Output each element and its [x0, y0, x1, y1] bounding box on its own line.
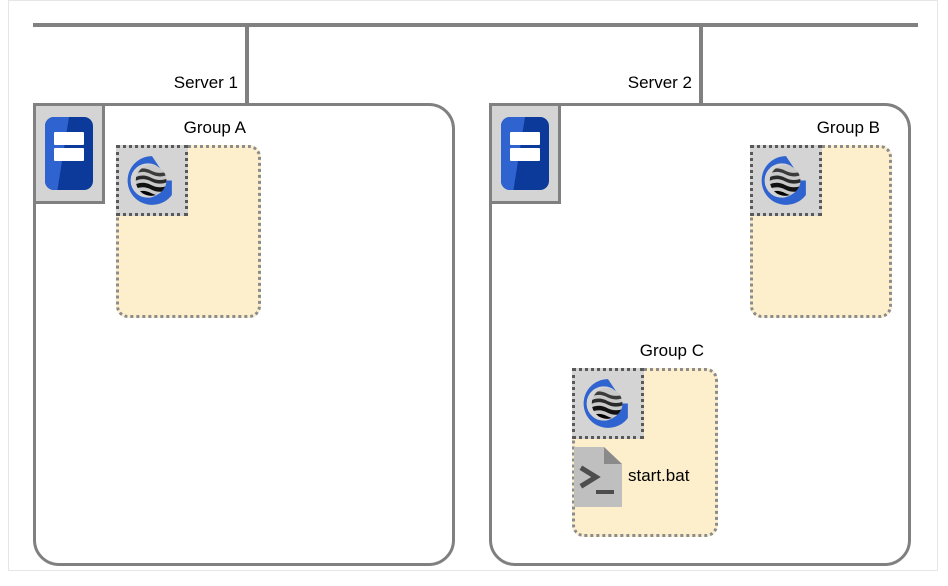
connector-line-server-1	[245, 23, 249, 105]
server-slot-bar	[509, 131, 541, 145]
server-chassis	[45, 117, 93, 190]
globe-app-icon[interactable]	[116, 145, 188, 216]
server-2-label: Server 2	[627, 73, 692, 92]
group-b-label: Group B	[816, 118, 880, 137]
group-c-label: Group C	[639, 341, 704, 360]
batch-script-icon[interactable]	[574, 447, 622, 507]
server-1-label: Server 1	[173, 73, 238, 92]
server-slot-bar	[509, 147, 541, 161]
globe-app-icon[interactable]	[750, 145, 822, 216]
group-a-label: Group A	[183, 118, 246, 137]
group-a-container[interactable]	[116, 145, 261, 318]
server-icon	[489, 103, 561, 204]
server-icon	[33, 103, 105, 204]
server-1-container[interactable]	[33, 103, 455, 566]
connector-line-server-2	[699, 23, 703, 105]
server-chassis	[501, 117, 549, 190]
server-slot-bar	[53, 147, 85, 161]
globe-app-icon[interactable]	[572, 368, 644, 439]
start-bat-label: start.bat	[628, 466, 690, 485]
server-slot-bar	[53, 131, 85, 145]
server-2-container[interactable]	[489, 103, 911, 566]
network-bus-line	[33, 23, 918, 27]
